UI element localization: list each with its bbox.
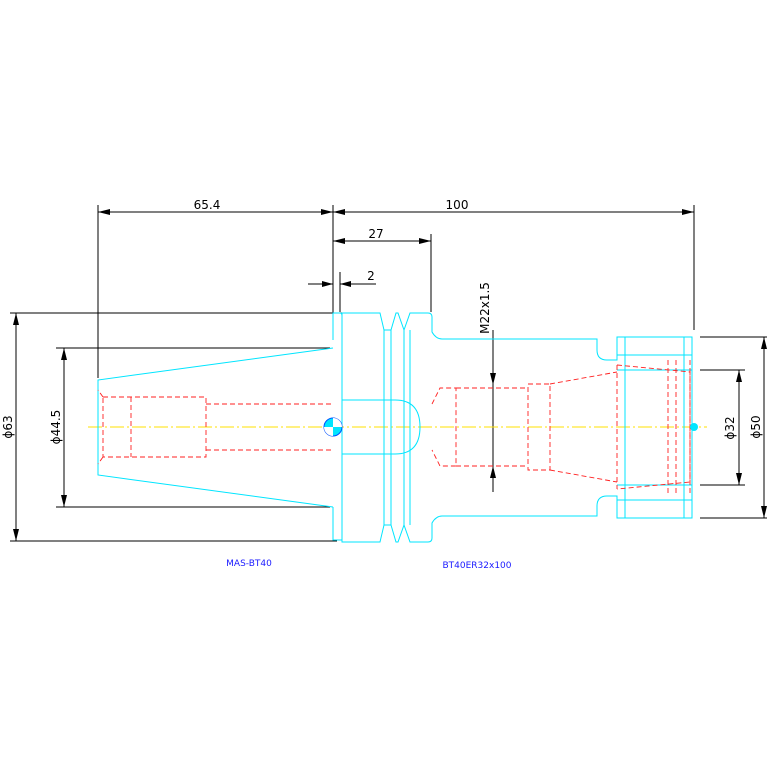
dim-gap: 2 [367, 269, 375, 283]
dimension-lines [10, 205, 767, 542]
dim-flange-length: 27 [368, 227, 383, 241]
holder-label: BT40ER32x100 [442, 561, 511, 571]
dim-total-length: 100 [446, 198, 469, 212]
pull-stud-label: MAS-BT40 [226, 559, 272, 569]
dim-taper-length: 65.4 [194, 198, 221, 212]
dim-nut-diameter: ϕ50 [749, 415, 763, 438]
dim-bore-diameter: ϕ32 [723, 416, 737, 439]
dim-taper-diameter: ϕ44.5 [49, 410, 63, 445]
origin-marker [323, 417, 343, 437]
end-point-marker [690, 423, 698, 431]
dim-thread: M22x1.5 [478, 282, 492, 334]
dim-flange-diameter: ϕ63 [1, 415, 15, 438]
